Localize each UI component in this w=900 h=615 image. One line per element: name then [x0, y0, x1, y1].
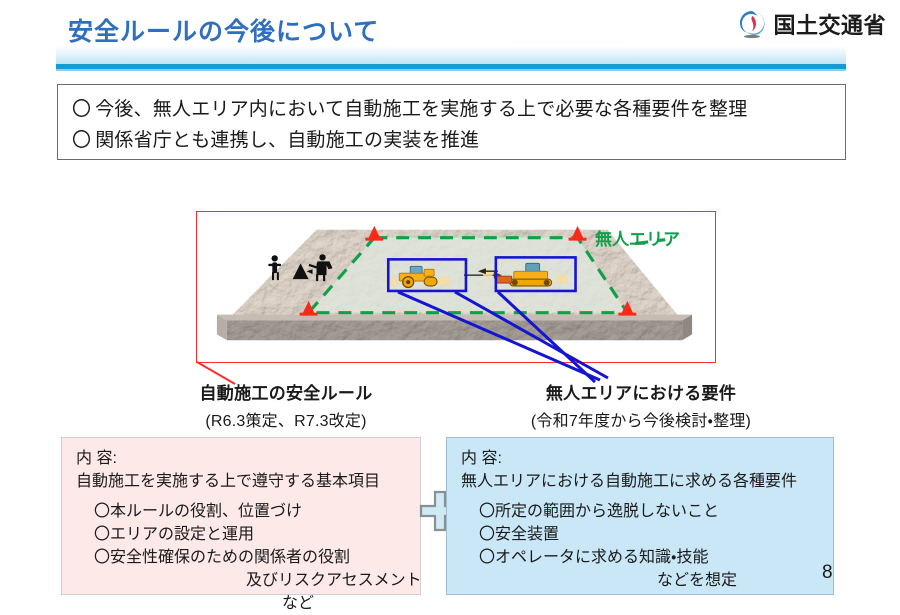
worker-standing-icon: [268, 255, 282, 281]
list-item: 〇オペレータに求める知識・技能: [479, 549, 709, 566]
traffic-cone-icon: [299, 300, 318, 316]
content-left-heading: 内 容:: [76, 450, 117, 467]
soil-pile-icon: [292, 263, 309, 280]
header-divider: [56, 46, 846, 72]
list-item: 〇エリアの設定と運用: [94, 526, 255, 543]
list-item: などを想定: [657, 572, 738, 589]
list-item: 〇安全性確保のための関係者の役割: [94, 549, 351, 566]
list-item: 〇本ルールの役割、位置づけ: [94, 503, 303, 520]
bullet-item: 〇今後、無人エリア内において自動施工を実施する上で必要な各種要件を整理: [72, 94, 831, 125]
worker-digging-icon: [306, 254, 333, 282]
content-right-heading: 内 容:: [461, 450, 502, 467]
bullet-marker: 〇: [72, 99, 92, 120]
ministry-logo: 国土交通省: [738, 8, 886, 40]
caption-left-title: 自動施工の安全ルール: [199, 384, 373, 403]
list-item: 〇所定の範囲から逸脱しないこと: [479, 503, 720, 520]
content-right-list: 〇所定の範囲から逸脱しないこと 〇安全装置 〇オペレータに求める知識・技能 など…: [461, 500, 821, 592]
list-item: 〇安全装置: [479, 526, 560, 543]
bullet-text: 関係省庁とも連携し、自動施工の実装を推進: [95, 130, 480, 151]
content-box-safety-rules: 内 容: 自動施工を実施する上で遵守する基本項目 〇本ルールの役割、位置づけ 〇…: [61, 437, 422, 612]
bullet-marker: 〇: [72, 130, 92, 151]
bulldozer-icon: [477, 262, 568, 287]
bullet-text: 今後、無人エリア内において自動施工を実施する上で必要な各種要件を整理: [95, 99, 748, 120]
page-number: 8: [822, 562, 833, 583]
summary-bullets-box: 〇今後、無人エリア内において自動施工を実施する上で必要な各種要件を整理 〇関係省…: [57, 84, 846, 160]
mlit-swirl-logo-icon: [738, 9, 766, 39]
traffic-cone-icon: [568, 225, 587, 241]
caption-right-subtitle: (令和7年度から今後検討・整理): [530, 413, 752, 430]
caption-left: 自動施工の安全ルール (R6.3策定、R7.3改定): [136, 379, 436, 431]
plus-symbol-icon: [418, 489, 462, 533]
header-accent-bar: [56, 64, 846, 69]
unmanned-area-label: 無人エリア: [595, 230, 680, 249]
content-left-subheading: 自動施工を実施する上で遵守する基本項目: [76, 473, 381, 490]
ministry-name: 国土交通省: [773, 13, 886, 38]
bullet-item: 〇関係省庁とも連携し、自動施工の実装を推進: [72, 125, 831, 156]
traffic-cone-icon: [618, 300, 637, 316]
caption-right-title: 無人エリアにおける要件: [545, 384, 737, 403]
content-box-unmanned-requirements: 内 容: 無人エリアにおける自動施工に求める各種要件 〇所定の範囲から逸脱しない…: [446, 437, 834, 595]
content-right-subheading: 無人エリアにおける自動施工に求める各種要件: [461, 473, 798, 490]
content-left-list: 〇本ルールの役割、位置づけ 〇エリアの設定と運用 〇安全性確保のための関係者の役…: [76, 500, 422, 615]
list-item: 及びリスクアセスメント: [246, 572, 422, 589]
caption-left-subtitle: (R6.3策定、R7.3改定): [205, 413, 367, 430]
header-gradient-band: [56, 46, 846, 64]
page-title: 安全ルールの今後について: [68, 18, 380, 46]
caption-right: 無人エリアにおける要件 (令和7年度から今後検討・整理): [476, 379, 806, 431]
list-item: など: [282, 595, 315, 612]
site-illustration: 無人エリア: [196, 211, 716, 363]
header-accent-bar-light: [56, 69, 846, 71]
traffic-cone-icon: [365, 225, 384, 241]
